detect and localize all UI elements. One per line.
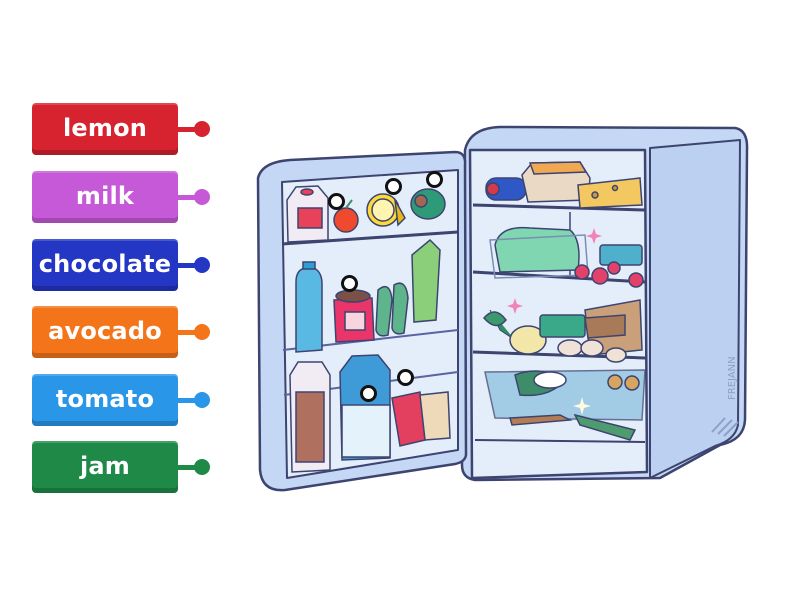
- connector-dot[interactable]: [194, 324, 210, 340]
- label-text: lemon: [62, 113, 148, 142]
- label-text: tomato: [55, 384, 155, 413]
- drop-target-chocolate[interactable]: [397, 369, 414, 386]
- label-tile-jam[interactable]: jam: [32, 441, 178, 493]
- label-tile-chocolate[interactable]: chocolate: [32, 239, 178, 291]
- drop-target-lemon[interactable]: [385, 178, 402, 195]
- drop-target-milk[interactable]: [360, 385, 377, 402]
- connector-line: [178, 330, 196, 335]
- door-items: [286, 185, 451, 473]
- connector-line: [178, 127, 196, 132]
- connector-dot[interactable]: [194, 392, 210, 408]
- connector-line: [178, 398, 196, 403]
- connector-dot[interactable]: [194, 121, 210, 137]
- connector-dot[interactable]: [194, 189, 210, 205]
- label-tile-avocado[interactable]: avocado: [32, 306, 178, 358]
- label-text: jam: [79, 451, 131, 480]
- connector-line: [178, 195, 196, 200]
- label-tile-milk[interactable]: milk: [32, 171, 178, 223]
- connector-line: [178, 263, 196, 268]
- label-text: milk: [75, 181, 135, 210]
- label-text: chocolate: [38, 249, 172, 278]
- artist-signature: FREJANN: [727, 356, 738, 400]
- connector-line: [178, 465, 196, 470]
- fridge-illustration: FREJANN: [256, 125, 749, 492]
- drop-target-jam[interactable]: [341, 275, 358, 292]
- label-text: avocado: [48, 316, 162, 345]
- drop-target-avocado[interactable]: [426, 171, 443, 188]
- drop-target-tomato[interactable]: [328, 193, 345, 210]
- label-tile-tomato[interactable]: tomato: [32, 374, 178, 426]
- label-tile-lemon[interactable]: lemon: [32, 103, 178, 155]
- connector-dot[interactable]: [194, 459, 210, 475]
- right-shelf-items: [483, 161, 646, 441]
- connector-dot[interactable]: [194, 257, 210, 273]
